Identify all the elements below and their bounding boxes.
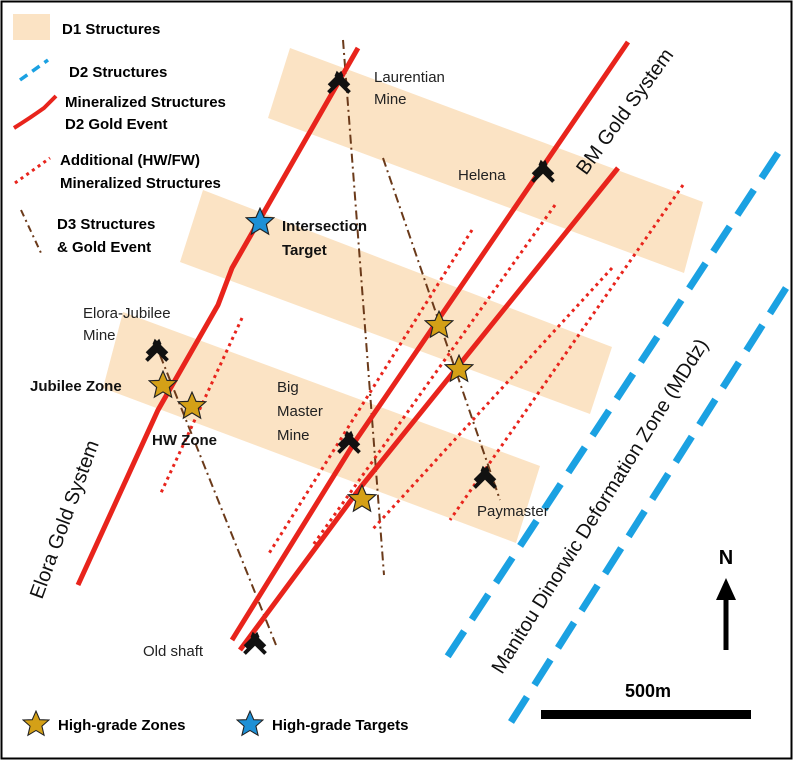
legend-d3-swatch xyxy=(20,209,42,254)
legend-additional-swatch xyxy=(14,156,51,185)
intersection-label-line2: Target xyxy=(282,242,327,259)
legend-additional-label-line1: Additional (HW/FW) xyxy=(60,152,200,169)
legend-mineralized-label-line1: Mineralized Structures xyxy=(65,94,226,111)
intersection-label-line1: Intersection xyxy=(282,218,367,235)
north-label: N xyxy=(719,547,733,569)
d3-line-laurentian xyxy=(342,39,385,576)
legend-d2-label: D2 Structures xyxy=(69,64,167,81)
d3-line-helena xyxy=(382,157,501,501)
d1-band-upper xyxy=(268,48,703,273)
d1-band-middle xyxy=(180,190,612,414)
scale-bar-label: 500m xyxy=(625,681,671,701)
fw-dotted-paymaster-west xyxy=(370,266,614,532)
paymaster-line xyxy=(237,166,620,652)
d2-line-east xyxy=(437,151,781,670)
elora-jubilee-label-line2: Mine xyxy=(83,327,116,344)
legend-d1-label: D1 Structures xyxy=(62,21,160,38)
big-master-label-line3: Mine xyxy=(277,427,310,444)
d1-band-lower xyxy=(103,312,540,543)
legend-d3-label-line1: D3 Structures xyxy=(57,216,155,233)
north-arrow-head-icon xyxy=(716,578,736,600)
paymaster-label: Paymaster xyxy=(477,503,549,520)
additional-mineralized-structures xyxy=(158,184,685,556)
laurentian-label-line1: Laurentian xyxy=(374,69,445,86)
fw-dotted-paymaster-east xyxy=(448,184,685,521)
d1-structures xyxy=(103,48,703,543)
legend-d2-swatch xyxy=(18,58,50,82)
hw-zone-label: HW Zone xyxy=(152,432,217,449)
legend-d3-label-line2: & Gold Event xyxy=(57,239,151,256)
elora-gold-system-line xyxy=(75,46,361,587)
scale-bar-rule xyxy=(541,710,751,719)
legend-d1-swatch xyxy=(13,14,50,40)
hw-dotted-big-master-west xyxy=(266,229,474,556)
north-arrow: N xyxy=(716,547,736,650)
jubilee-zone-label: Jubilee Zone xyxy=(30,378,122,395)
legend-mineralized-label-line2: D2 Gold Event xyxy=(65,116,168,133)
old-shaft-label: Old shaft xyxy=(143,643,204,660)
laurentian-label-line2: Mine xyxy=(374,91,407,108)
elora-jubilee-label-line1: Elora-Jubilee xyxy=(83,305,171,322)
legend-targets-label: High-grade Targets xyxy=(272,717,408,734)
legend: D1 Structures D2 Structures Mineralized … xyxy=(12,14,408,736)
scale-bar: 500m xyxy=(541,681,751,719)
legend-additional-label-line2: Mineralized Structures xyxy=(60,175,221,192)
d2-structures xyxy=(437,151,789,724)
legend-mineralized-swatch xyxy=(12,94,58,130)
hw-dotted-elora xyxy=(158,317,244,496)
helena-label: Helena xyxy=(458,167,506,184)
legend-zones-label: High-grade Zones xyxy=(58,717,186,734)
big-master-label-line2: Master xyxy=(277,403,323,420)
big-master-label-line1: Big xyxy=(277,379,299,396)
